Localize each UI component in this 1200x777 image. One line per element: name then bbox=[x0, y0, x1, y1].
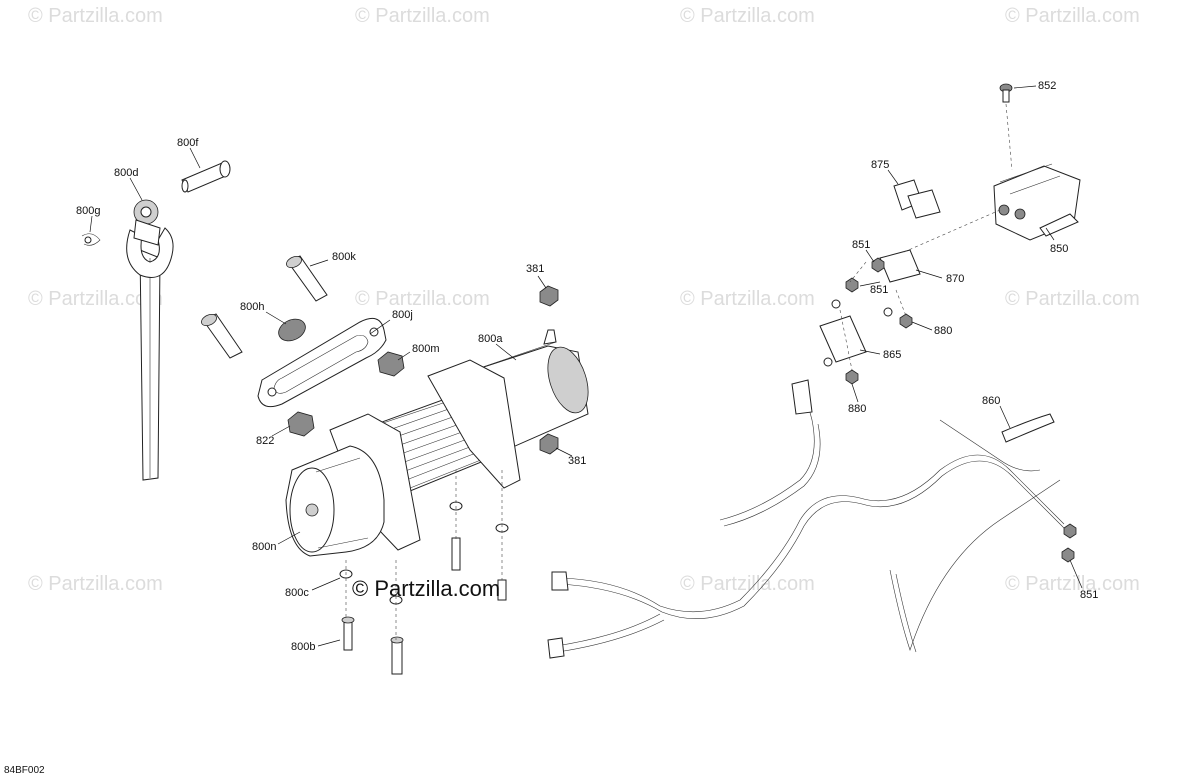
label-800h: 800h bbox=[240, 301, 264, 313]
ring-terminal bbox=[551, 571, 569, 591]
nut-381-bottom bbox=[539, 433, 559, 455]
winch-frame-right bbox=[427, 359, 521, 489]
center-watermark: © Partzilla.com bbox=[352, 576, 500, 601]
label-381-top: 381 bbox=[526, 263, 544, 275]
label-800a: 800a bbox=[478, 333, 503, 345]
label-800d: 800d bbox=[114, 167, 138, 179]
nut-880-a bbox=[899, 313, 913, 329]
label-381-bottom: 381 bbox=[568, 455, 586, 467]
gear-housing bbox=[285, 445, 385, 557]
label-870: 870 bbox=[946, 273, 964, 285]
nut-381-top bbox=[539, 285, 559, 307]
label-860: 860 bbox=[982, 395, 1000, 407]
label-800f: 800f bbox=[177, 137, 199, 149]
connector bbox=[791, 379, 813, 415]
label-880-a: 880 bbox=[934, 325, 952, 337]
nut-800m bbox=[377, 351, 405, 377]
watermark: © Partzilla.com bbox=[1005, 573, 1140, 595]
contactor-assembly bbox=[819, 83, 1081, 385]
bolt-800k bbox=[286, 255, 328, 302]
watermark: © Partzilla.com bbox=[355, 288, 490, 310]
nut-851-b bbox=[845, 277, 859, 293]
ring-terminal bbox=[547, 637, 565, 659]
label-800m: 800m bbox=[412, 343, 440, 355]
label-850: 850 bbox=[1050, 243, 1068, 255]
nut-851-a bbox=[871, 257, 885, 273]
fairlead-spacer bbox=[278, 318, 306, 342]
contactor bbox=[993, 163, 1081, 241]
label-800n: 800n bbox=[252, 541, 276, 553]
bracket-865 bbox=[819, 315, 867, 363]
label-800c: 800c bbox=[285, 587, 309, 599]
label-800k: 800k bbox=[332, 251, 356, 263]
screw-852 bbox=[999, 83, 1013, 103]
bracket-870 bbox=[879, 249, 921, 283]
watermark: © Partzilla.com bbox=[1005, 5, 1140, 27]
winch-strap-assembly bbox=[81, 160, 231, 481]
label-822: 822 bbox=[256, 435, 274, 447]
hook-clip bbox=[81, 233, 101, 246]
bolt-800h bbox=[201, 313, 243, 359]
winch-assembly bbox=[285, 285, 589, 675]
watermark: © Partzilla.com bbox=[28, 5, 163, 27]
label-800b: 800b bbox=[291, 641, 315, 653]
hook-pin bbox=[181, 160, 231, 193]
wiring-harness bbox=[547, 379, 1077, 659]
nut-880-b bbox=[845, 369, 859, 385]
watermark-layer: © Partzilla.com © Partzilla.com © Partzi… bbox=[28, 5, 1140, 595]
diagram-code: 84BF002 bbox=[4, 765, 45, 776]
hook bbox=[126, 227, 174, 278]
nut-851-d bbox=[1061, 547, 1075, 563]
nut-851-c bbox=[1063, 523, 1077, 539]
label-851-b: 851 bbox=[870, 284, 888, 296]
label-865: 865 bbox=[883, 349, 901, 361]
label-800j: 800j bbox=[392, 309, 413, 321]
fairlead-plate bbox=[257, 317, 387, 408]
watermark: © Partzilla.com bbox=[1005, 288, 1140, 310]
label-851-c: 851 bbox=[1080, 589, 1098, 601]
watermark: © Partzilla.com bbox=[28, 288, 163, 310]
label-851-a: 851 bbox=[852, 239, 870, 251]
watermark: © Partzilla.com bbox=[355, 5, 490, 27]
label-800g: 800g bbox=[76, 205, 100, 217]
label-880-b: 880 bbox=[848, 403, 866, 415]
watermark: © Partzilla.com bbox=[680, 5, 815, 27]
watermark: © Partzilla.com bbox=[680, 573, 815, 595]
harness-clamp bbox=[1001, 413, 1055, 443]
label-875: 875 bbox=[871, 159, 889, 171]
nut-822 bbox=[287, 411, 315, 437]
part-labels: 800f 800d 800g 800k 800h 800j 800m 822 8… bbox=[76, 80, 1098, 653]
relay bbox=[893, 179, 941, 219]
label-852: 852 bbox=[1038, 80, 1056, 92]
fairlead-assembly bbox=[201, 255, 405, 437]
watermark: © Partzilla.com bbox=[28, 573, 163, 595]
leader-lines bbox=[89, 85, 1083, 647]
watermark: © Partzilla.com bbox=[680, 288, 815, 310]
